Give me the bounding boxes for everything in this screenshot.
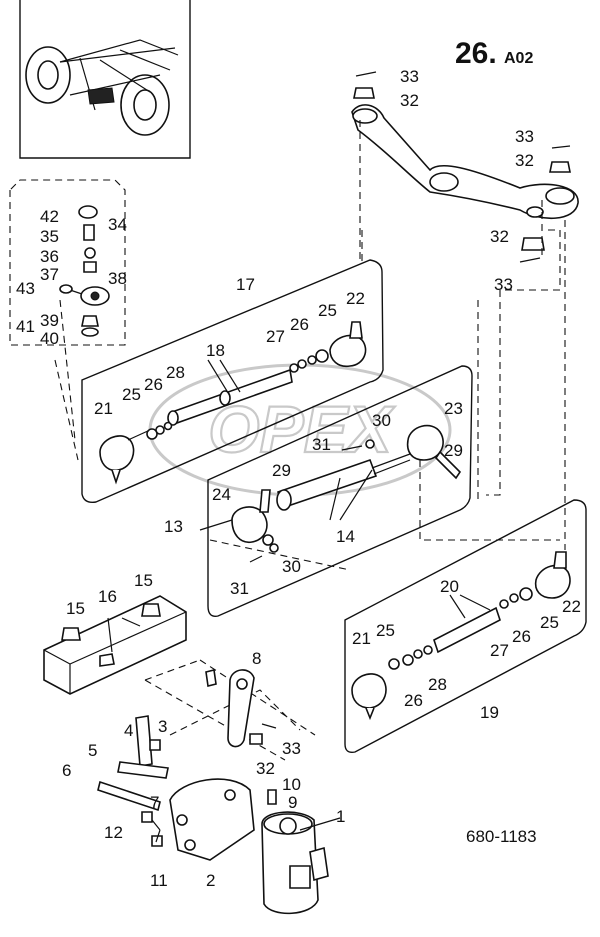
watermark: OPEX xyxy=(148,363,452,497)
callout-39: 39 xyxy=(40,311,59,330)
callout-33-top: 33 xyxy=(400,67,419,86)
callout-18: 18 xyxy=(206,341,225,360)
page-number: 26. xyxy=(455,37,497,70)
callout-32-lower: 32 xyxy=(490,227,509,246)
callout-3: 3 xyxy=(158,717,167,736)
dashed-leaders xyxy=(54,120,566,761)
callout-4: 4 xyxy=(124,721,133,740)
callout-26-mid: 26 xyxy=(144,375,163,394)
callout-35: 35 xyxy=(40,227,59,246)
callout-1: 1 xyxy=(336,807,345,826)
callout-8: 8 xyxy=(252,649,261,668)
callout-15-left: 15 xyxy=(66,599,85,618)
callout-25-left: 25 xyxy=(376,621,395,640)
drawing-number: 680-1183 xyxy=(466,827,537,846)
callout-32-bottom: 32 xyxy=(256,759,275,778)
callout-7: 7 xyxy=(150,793,159,812)
callout-leaders xyxy=(107,359,491,843)
callout-20: 20 xyxy=(440,577,459,596)
callout-41: 41 xyxy=(16,317,35,336)
callout-26-left: 26 xyxy=(404,691,423,710)
callout-13: 13 xyxy=(164,517,183,536)
tie-rod-assembly-19 xyxy=(344,499,587,754)
callout-25-top: 25 xyxy=(318,301,337,320)
callout-21-top: 21 xyxy=(94,399,113,418)
callout-30-bottom: 30 xyxy=(282,557,301,576)
callout-43: 43 xyxy=(16,279,35,298)
callout-19: 19 xyxy=(480,703,499,722)
callout-31-top: 31 xyxy=(312,435,331,454)
callout-37: 37 xyxy=(40,265,59,284)
callout-31-bottom: 31 xyxy=(230,579,249,598)
callout-33-right: 33 xyxy=(515,127,534,146)
callout-14: 14 xyxy=(336,527,355,546)
callout-21-bottom: 21 xyxy=(352,629,371,648)
frame-channel xyxy=(43,595,187,695)
callout-16: 16 xyxy=(98,587,117,606)
callout-33-lower: 33 xyxy=(494,275,513,294)
callout-25-mid: 25 xyxy=(122,385,141,404)
callout-29-left: 29 xyxy=(272,461,291,480)
callout-42: 42 xyxy=(40,207,59,226)
callout-15-right: 15 xyxy=(134,571,153,590)
callout-27-bottom: 27 xyxy=(490,641,509,660)
callout-11: 11 xyxy=(150,871,168,890)
callout-24: 24 xyxy=(212,485,231,504)
callout-26-right: 26 xyxy=(512,627,531,646)
callout-28-bottom: 28 xyxy=(428,675,447,694)
callout-28-top: 28 xyxy=(166,363,185,382)
callout-36: 36 xyxy=(40,247,59,266)
callout-32-right: 32 xyxy=(515,151,534,170)
page-suffix: A02 xyxy=(504,50,533,67)
callout-26-top: 26 xyxy=(290,315,309,334)
callout-5: 5 xyxy=(88,741,97,760)
idler-arm-top xyxy=(351,71,579,263)
callout-33-bottom: 33 xyxy=(282,739,301,758)
callout-12: 12 xyxy=(104,823,123,842)
callout-23: 23 xyxy=(444,399,463,418)
callout-34: 34 xyxy=(108,215,127,234)
callout-25-right: 25 xyxy=(540,613,559,632)
pitman-arm-8 xyxy=(205,669,277,748)
callout-27-top: 27 xyxy=(266,327,285,346)
tie-rod-assembly-17 xyxy=(81,259,384,504)
callout-6: 6 xyxy=(62,761,71,780)
callout-38: 38 xyxy=(108,269,127,288)
vehicle-inset xyxy=(19,0,191,159)
callout-22-bottom: 22 xyxy=(562,597,581,616)
callout-17: 17 xyxy=(236,275,255,294)
watermark-text: OPEX xyxy=(208,392,395,466)
steering-gear-box xyxy=(97,715,329,915)
ball-joint-kit xyxy=(9,179,126,346)
callout-10: 10 xyxy=(282,775,301,794)
drag-link-assembly-13 xyxy=(207,365,473,617)
callout-9: 9 xyxy=(288,793,297,812)
callout-22-top: 22 xyxy=(346,289,365,308)
callout-32-top: 32 xyxy=(400,91,419,110)
callout-2: 2 xyxy=(206,871,215,890)
callout-30-top: 30 xyxy=(372,411,391,430)
callout-40: 40 xyxy=(40,329,59,348)
callout-labels: 33 32 33 32 32 33 42 34 35 36 37 38 43 3… xyxy=(16,67,581,890)
callout-29-right: 29 xyxy=(444,441,463,460)
